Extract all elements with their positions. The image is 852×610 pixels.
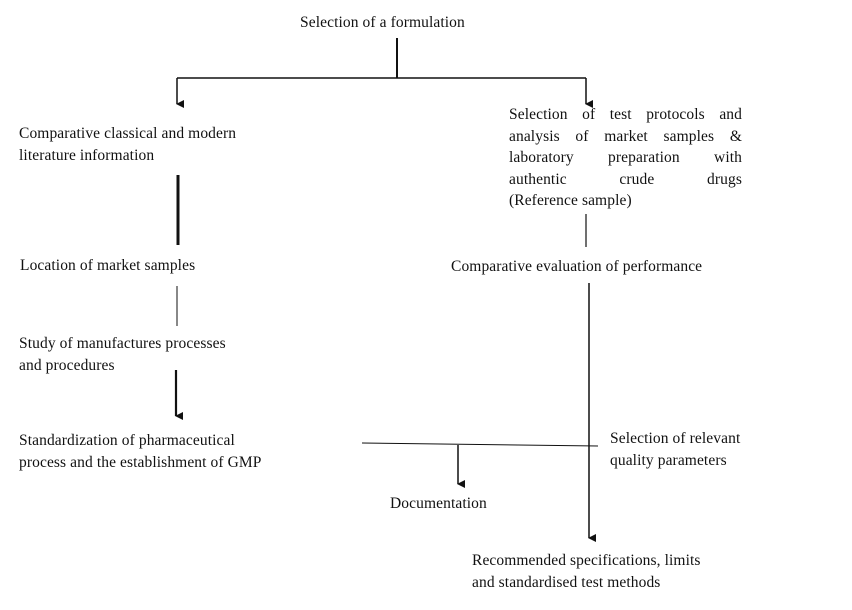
node-test-protocols-line-3: laboratory preparation with [509,149,742,166]
node-selection-formulation: Selection of a formulation [300,12,465,34]
node-recommended-specifications-line-1: Recommended specifications, limits [472,552,701,569]
node-comparative-literature-line-1: Comparative classical and modern [19,125,237,142]
connector-standardization-to-quality [361,442,599,447]
node-standardization-gmp-line-2: process and the establishment of GMP [19,453,262,471]
node-quality-parameters-line-2: quality parameters [610,451,727,469]
node-manufactures-study-line-1: Study of manufactures processes [19,335,226,352]
node-test-protocols: Selection of test protocols and analysis… [509,104,742,212]
node-location-market-samples: Location of market samples [20,255,195,277]
node-quality-parameters: Selection of relevant quality parameters [610,428,740,471]
node-quality-parameters-line-1: Selection of relevant [610,430,741,447]
node-selection-formulation-text: Selection of a formulation [300,14,465,31]
node-standardization-gmp: Standardization of pharmaceutical proces… [19,430,262,473]
node-location-market-samples-text: Location of market samples [20,257,196,274]
node-documentation-text: Documentation [390,495,487,512]
node-test-protocols-line-1: Selection of test protocols and [509,106,742,123]
node-comparative-evaluation-text: Comparative evaluation of performance [451,258,703,275]
node-comparative-evaluation: Comparative evaluation of performance [451,256,702,278]
node-comparative-literature-line-2: literature information [19,146,155,164]
node-test-protocols-line-5: (Reference sample) [509,192,632,209]
node-manufactures-study-line-2: and procedures [19,356,115,374]
node-test-protocols-line-2: analysis of market samples & [509,127,742,145]
node-documentation: Documentation [390,493,487,515]
node-manufactures-study: Study of manufactures processes and proc… [19,333,226,376]
node-recommended-specifications-line-2: and standardised test methods [472,573,661,591]
node-test-protocols-line-4: authentic crude drugs [509,170,742,188]
node-standardization-gmp-line-1: Standardization of pharmaceutical [19,432,235,449]
node-comparative-literature: Comparative classical and modern literat… [19,123,236,166]
node-recommended-specifications: Recommended specifications, limits and s… [472,550,701,593]
